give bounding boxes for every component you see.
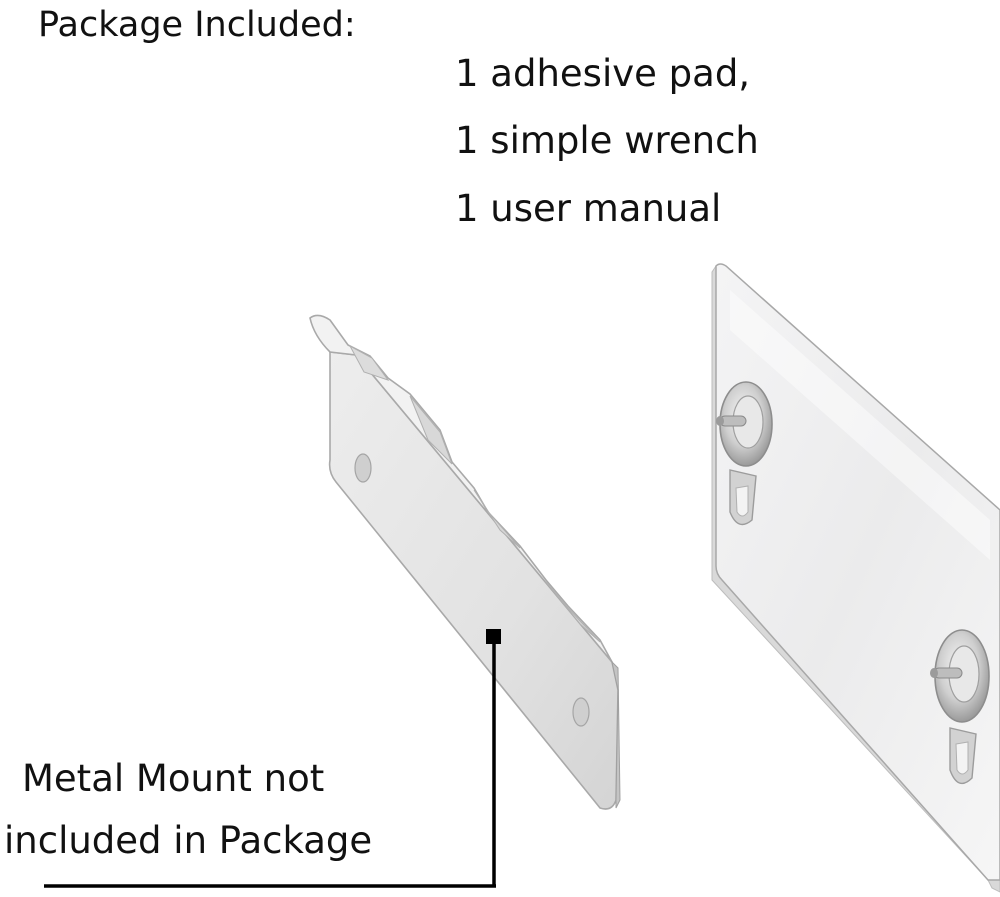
- mount-hole-bottom: [572, 697, 590, 727]
- callout-text-line-2: included in Package: [4, 819, 373, 862]
- metal-mount: [309, 314, 621, 810]
- package-item-adhesive-pad: 1 adhesive pad,: [455, 52, 751, 95]
- package-item-manual: 1 user manual: [455, 187, 722, 230]
- keyhole-screw-top: [716, 381, 773, 526]
- mount-hole-top: [354, 453, 372, 483]
- callout-leader: [44, 629, 501, 888]
- package-item-wrench: 1 simple wrench: [455, 119, 759, 162]
- adhesive-pad: [711, 263, 1000, 893]
- keyhole-screw-bottom: [930, 629, 990, 785]
- package-heading: Package Included:: [38, 5, 356, 45]
- callout-text-line-1: Metal Mount not: [22, 757, 325, 800]
